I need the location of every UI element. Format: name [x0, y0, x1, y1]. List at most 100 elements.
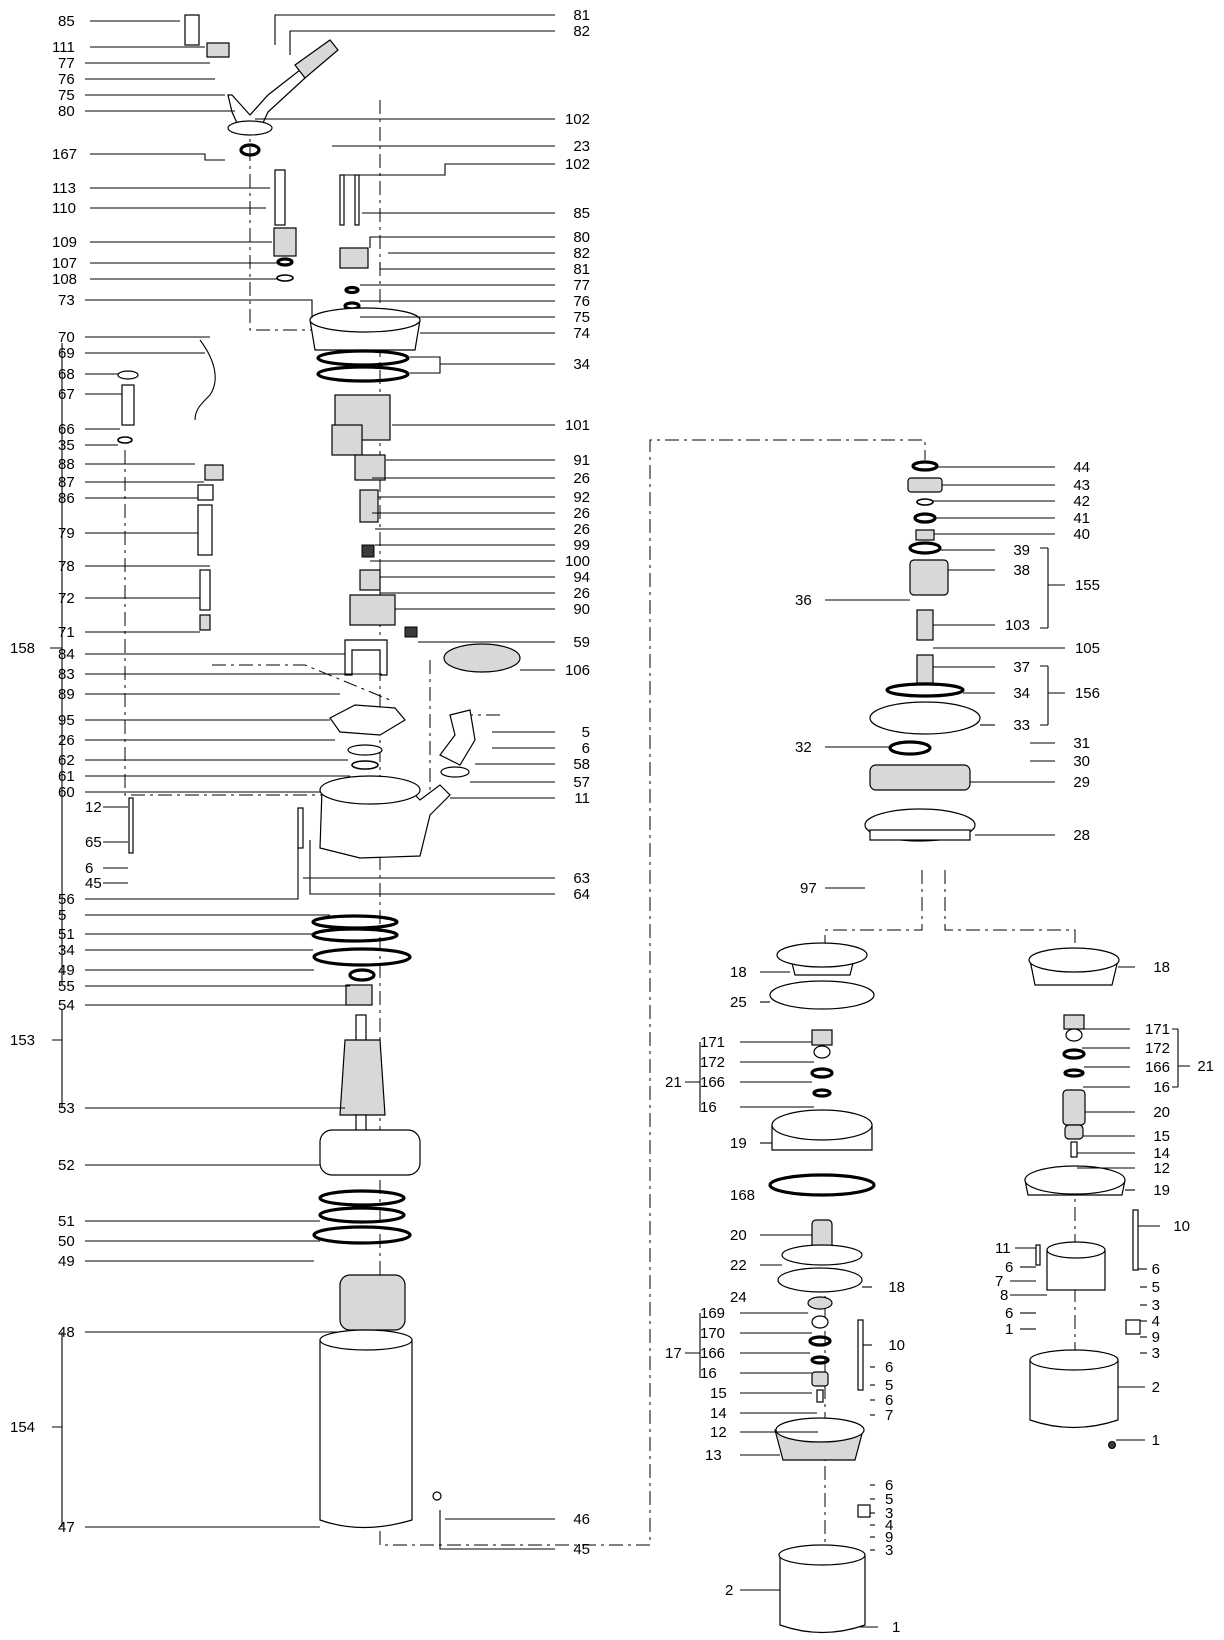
- callout-label-l28: 69: [58, 345, 75, 362]
- strainer-2-top: [778, 1544, 866, 1566]
- ring-16: [812, 1088, 832, 1098]
- bearing-43: [907, 477, 943, 493]
- callout-label-l81: 153: [10, 1032, 35, 1049]
- callout-label-l21: 108: [52, 271, 77, 288]
- callout-label-a22: 5: [885, 1377, 893, 1394]
- pump-upper-assembly: [864, 460, 981, 842]
- leader-line-b4: [1172, 1028, 1190, 1088]
- callout-label-l29: 34: [573, 356, 590, 373]
- elbow-58: [439, 709, 476, 766]
- ring-51: [311, 914, 399, 930]
- callout-label-a3: 171: [700, 1034, 725, 1051]
- motor-base-8-top: [1046, 1241, 1106, 1259]
- callout-label-l24: 76: [573, 293, 590, 310]
- flange-106: [443, 643, 521, 673]
- callout-label-l67: 11: [574, 790, 590, 807]
- y-fitting-80: [227, 69, 306, 126]
- ring-50: [318, 1206, 406, 1224]
- pump-stage-right: [1024, 947, 1141, 1449]
- part-172b: [1065, 1028, 1083, 1042]
- callout-label-l19: 107: [52, 255, 77, 272]
- ring-166b: [808, 1335, 832, 1347]
- callout-label-l15: 85: [573, 205, 590, 222]
- callout-label-b17: 5: [1152, 1279, 1160, 1296]
- ring-166: [810, 1067, 834, 1079]
- housing-87: [204, 464, 224, 481]
- callout-label-l36: 91: [573, 452, 590, 469]
- callout-label-l68: 12: [85, 799, 102, 816]
- ring-44: [911, 460, 939, 472]
- housing-19-top: [771, 1109, 873, 1141]
- callout-label-l55: 106: [565, 662, 590, 679]
- bushing-169: [807, 1296, 833, 1310]
- callout-label-b3: 172: [1145, 1040, 1170, 1057]
- leader-line-l81: [52, 1010, 63, 1108]
- callout-label-a12: 24: [730, 1289, 747, 1306]
- terminal-90: [349, 594, 396, 626]
- callout-label-l8: 82: [573, 23, 590, 40]
- callout-label-l33: 66: [58, 421, 75, 438]
- callout-label-l73: 64: [573, 886, 590, 903]
- callout-label-l3: 77: [58, 55, 75, 72]
- callout-label-l58: 95: [58, 712, 75, 729]
- callout-label-b7: 20: [1153, 1104, 1170, 1121]
- callout-label-l43: 26: [573, 521, 590, 538]
- seal-103: [916, 609, 934, 641]
- ring-55: [348, 968, 376, 982]
- screw-11: [1035, 1244, 1041, 1266]
- callout-label-b8: 15: [1153, 1128, 1170, 1145]
- callout-label-r5: 40: [1073, 526, 1090, 543]
- callout-label-l77: 34: [58, 942, 75, 959]
- callout-label-a26: 7: [885, 1407, 893, 1424]
- callout-label-l57: 89: [58, 686, 75, 703]
- callout-label-l91: 45: [573, 1541, 590, 1558]
- cable-85b: [339, 174, 345, 226]
- callout-label-a29: 5: [885, 1491, 893, 1508]
- bushing-171b: [1063, 1014, 1085, 1030]
- callout-label-l48: 72: [58, 590, 75, 607]
- callout-label-l16: 109: [52, 234, 77, 251]
- callout-label-a21: 15: [710, 1385, 727, 1402]
- callout-label-l20: 81: [573, 261, 590, 278]
- ring-32: [888, 740, 932, 756]
- callout-label-b21: 4: [1152, 1313, 1160, 1330]
- callout-label-a13: 18: [888, 1279, 905, 1296]
- callout-label-a30: 3: [885, 1505, 893, 1522]
- terminal-block-101b: [331, 424, 363, 456]
- callout-label-a34: 2: [725, 1582, 733, 1599]
- callout-label-b23: 9: [1152, 1329, 1160, 1346]
- base-13-top: [775, 1417, 865, 1443]
- capacitor-92: [359, 489, 379, 523]
- callout-label-l46: 100: [565, 553, 590, 570]
- oring-34b: [316, 365, 410, 383]
- callout-label-l44: 99: [573, 537, 590, 554]
- callout-label-b24: 3: [1152, 1345, 1160, 1362]
- bracket-84: [344, 639, 388, 676]
- callout-label-r20: 28: [1073, 827, 1090, 844]
- callout-label-l90: 46: [573, 1511, 590, 1528]
- oring-168: [768, 1173, 876, 1197]
- washer-107: [276, 257, 294, 267]
- callout-label-b19: 3: [1152, 1297, 1160, 1314]
- callout-label-a2: 25: [730, 994, 747, 1011]
- callout-label-l11: 23: [573, 138, 590, 155]
- callout-label-l50: 90: [573, 601, 590, 618]
- ring-35: [117, 436, 133, 444]
- bracket-91: [354, 454, 386, 481]
- cap-68: [117, 370, 139, 380]
- relay-94: [359, 569, 381, 591]
- callout-label-a6: 166: [700, 1074, 725, 1091]
- rod-10b: [1132, 1209, 1139, 1271]
- callout-label-l62: 62: [58, 752, 75, 769]
- callout-label-r1: 44: [1073, 459, 1090, 476]
- callout-label-l2: 111: [52, 39, 75, 56]
- callout-label-l80: 54: [58, 997, 75, 1014]
- leader-line-l23: [85, 299, 313, 318]
- rotor-53: [339, 1039, 386, 1116]
- callout-label-l45: 78: [58, 558, 75, 575]
- callout-label-r4: 41: [1073, 510, 1090, 527]
- cable-69: [194, 339, 216, 421]
- callout-label-a20: 6: [885, 1359, 893, 1376]
